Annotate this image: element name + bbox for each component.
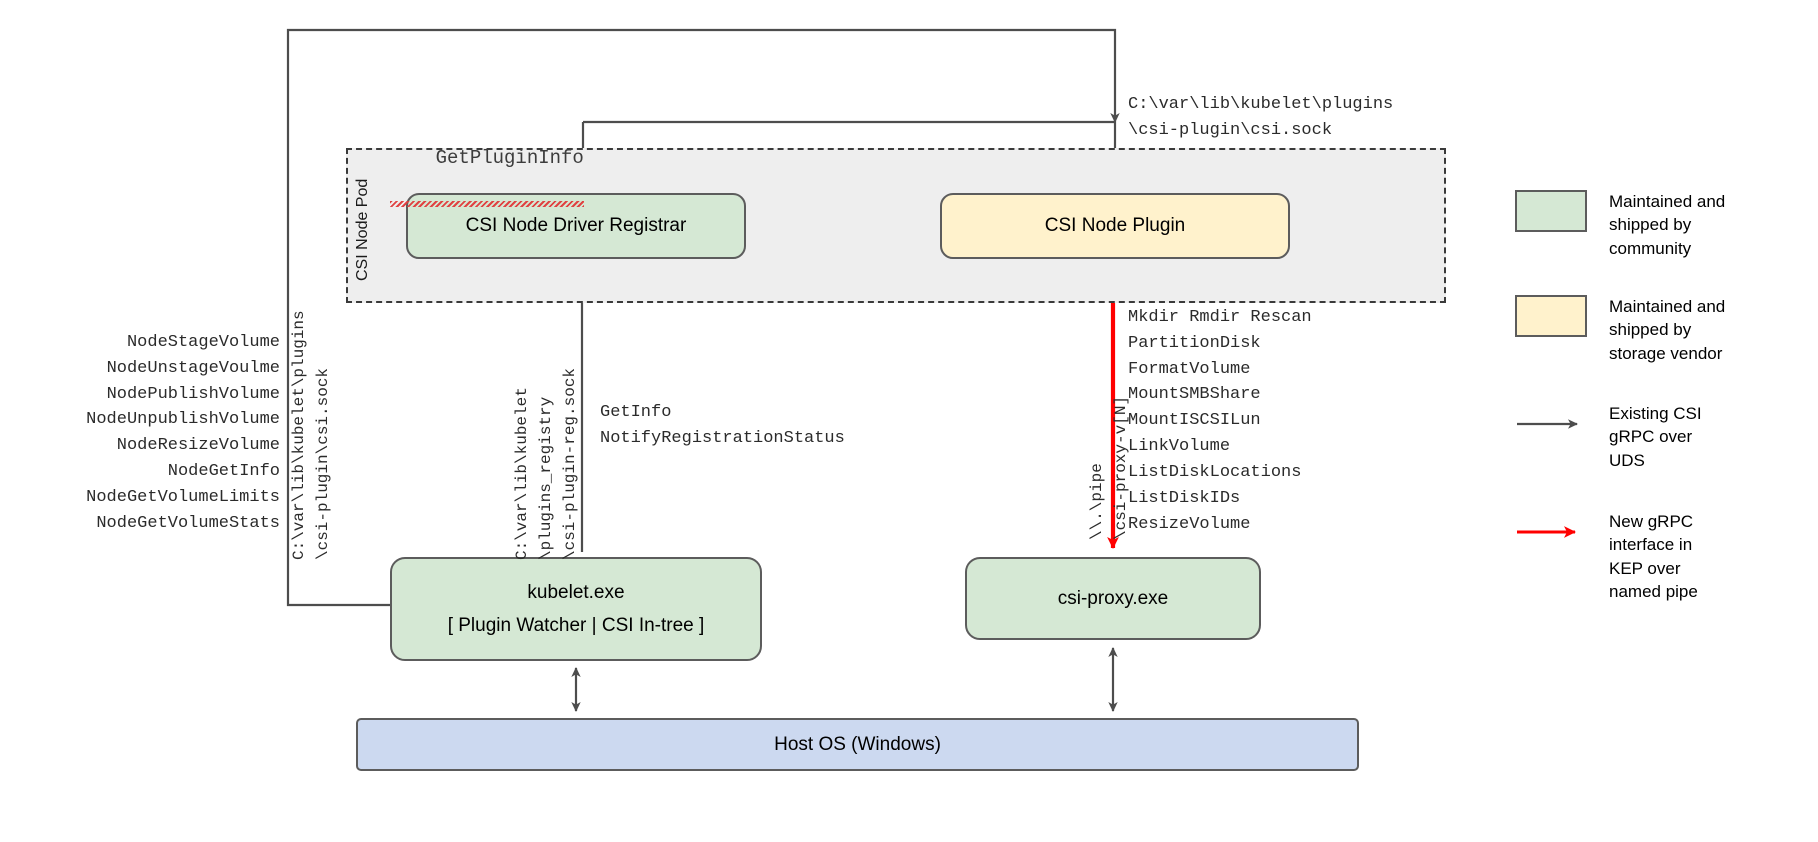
legend-swatch-cream (1515, 295, 1587, 337)
legend-label-storage-vendor: Maintained and shipped by storage vendor (1609, 297, 1726, 363)
annotation-vertical-registry-sock-path: C:\var\lib\kubelet \plugins_registry \cs… (513, 367, 579, 560)
csi-node-pod-label: CSI Node Pod (354, 178, 371, 282)
annotation-vertical-csi-sock-path: C:\var\lib\kubelet\plugins \csi-plugin\c… (290, 310, 332, 560)
node-kubelet-exe-inner: kubelet.exe [ Plugin Watcher | CSI In-tr… (448, 580, 705, 638)
node-csi-node-plugin-label: CSI Node Plugin (1044, 215, 1186, 237)
node-csi-node-plugin[interactable]: CSI Node Plugin (940, 193, 1290, 259)
node-host-os-label: Host OS (Windows) (774, 733, 941, 755)
annotation-registration-calls: GetInfo NotifyRegistrationStatus (600, 403, 845, 448)
annotation-vertical-named-pipe-path: \\.\pipe \csi-proxy-v[N] (1088, 395, 1130, 540)
legend-arrow-dark-icon (1515, 402, 1587, 444)
node-csi-driver-registrar-label: CSI Node Driver Registrar (465, 215, 687, 237)
node-kubelet-exe-label: kubelet.exe (527, 581, 625, 603)
legend-item-community: Maintained and shipped by community (1515, 190, 1725, 260)
spellcheck-squiggle-underline (390, 200, 584, 207)
node-csi-proxy-exe[interactable]: csi-proxy.exe (965, 557, 1261, 640)
annotation-get-plugin-info: GetPluginInfo (390, 115, 584, 264)
annotation-get-plugin-info-text: GetPluginInfo (435, 146, 584, 169)
legend-label-community: Maintained and shipped by community (1609, 192, 1726, 258)
node-csi-proxy-exe-label: csi-proxy.exe (1057, 587, 1169, 609)
legend-arrow-red-icon (1515, 510, 1587, 552)
node-kubelet-exe[interactable]: kubelet.exe [ Plugin Watcher | CSI In-tr… (390, 557, 762, 661)
annotation-csi-sock-path: C:\var\lib\kubelet\plugins \csi-plugin\c… (1128, 95, 1394, 140)
legend-label-new-grpc: New gRPC interface in KEP over named pip… (1609, 512, 1698, 602)
node-kubelet-exe-sublabel: [ Plugin Watcher | CSI In-tree ] (447, 614, 705, 636)
legend-swatch-green (1515, 190, 1587, 232)
legend-item-storage-vendor: Maintained and shipped by storage vendor (1515, 295, 1725, 365)
legend-item-new-grpc: New gRPC interface in KEP over named pip… (1515, 510, 1698, 604)
legend-label-existing-csi: Existing CSI gRPC over UDS (1609, 404, 1702, 470)
legend-item-existing-csi: Existing CSI gRPC over UDS (1515, 402, 1702, 472)
annotation-proxy-rpc-list: Mkdir Rmdir Rescan PartitionDisk FormatV… (1128, 308, 1312, 534)
node-host-os[interactable]: Host OS (Windows) (356, 718, 1359, 771)
annotation-node-rpc-list: NodeStageVolume NodeUnstageVoulme NodePu… (86, 333, 280, 533)
